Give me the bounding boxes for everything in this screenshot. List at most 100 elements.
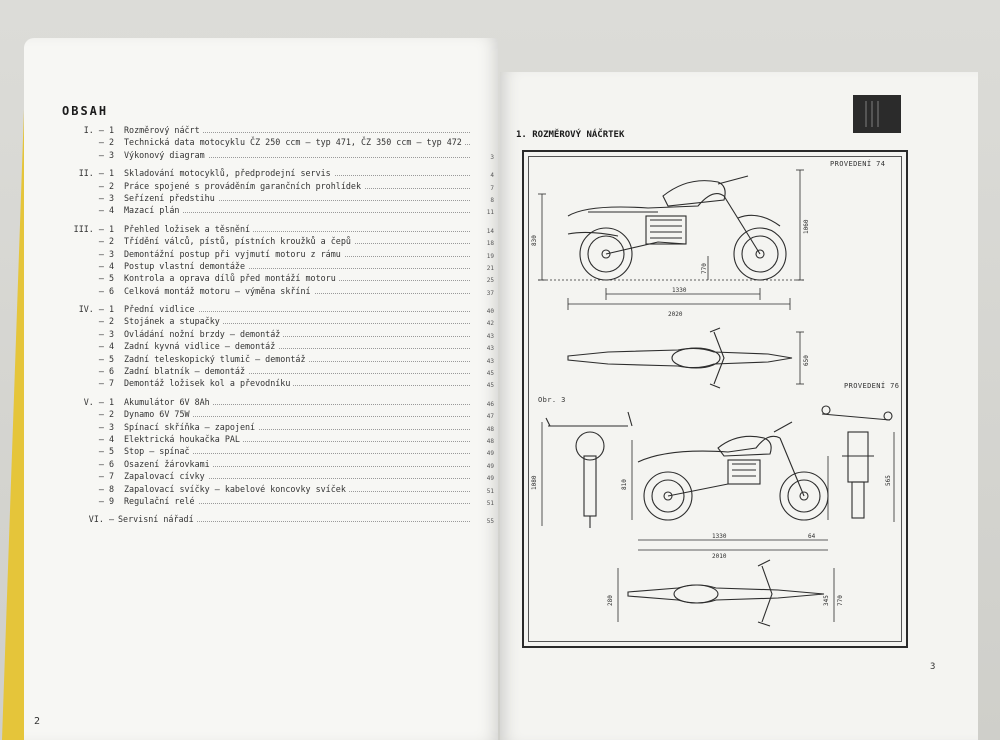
- dim-upper-height-left: 830: [531, 235, 538, 246]
- toc-entry-number: — 4: [98, 433, 114, 444]
- toc-entry-number: — 9: [98, 495, 114, 506]
- toc-entry-number: — 4: [98, 260, 114, 271]
- figure-caption: Obr. 3: [538, 396, 566, 404]
- toc-entry-number: — 3: [98, 328, 114, 339]
- toc-entry: — 8 Zapalovací svíčky — kabelové koncovky…: [62, 483, 494, 495]
- dim-lower-wheelbase: 1330: [712, 533, 727, 540]
- left-page: [24, 38, 498, 740]
- right-page: [500, 72, 978, 740]
- toc-entry-title: Zapalovací cívky: [124, 471, 208, 482]
- toc-entry-page: 49: [486, 462, 494, 470]
- toc-entry-title: Postup vlastní demontáže: [124, 260, 249, 271]
- toc-entry-page: 21: [486, 264, 494, 272]
- toc-dot-leader: [124, 465, 470, 467]
- toc-entry-page: 11: [486, 209, 494, 217]
- toc-dot-leader: [124, 385, 470, 387]
- toc-dot-leader: [124, 373, 470, 375]
- drawing-frame: [522, 150, 908, 648]
- toc-entry-number: I. — 1: [83, 125, 114, 135]
- toc-entry-number: — 8: [98, 483, 114, 494]
- toc-entry-number: — 2: [98, 137, 114, 148]
- toc-entry-page: 18: [486, 240, 494, 248]
- toc-entry: — 5 Kontrola a oprava dílů před montáží m…: [62, 272, 494, 284]
- toc-entry-title: Zadní teleskopický tlumič — demontáž: [124, 353, 309, 364]
- toc-entry: — 4 Zadní kyvná vidlice — demontáž 43: [62, 340, 494, 352]
- toc-dot-leader: [124, 428, 470, 430]
- toc-entry-title: Kontrola a oprava dílů před montáží moto…: [124, 273, 339, 284]
- toc-entry-page: 43: [486, 357, 494, 365]
- toc-entry-number: — 3: [98, 149, 114, 160]
- toc-dot-leader: [124, 348, 470, 350]
- dim-upper-height-right: 1060: [803, 219, 810, 234]
- toc-dot-leader: [124, 502, 470, 504]
- toc-entry: — 3 Demontážní postup při vyjmutí motoru …: [62, 248, 494, 260]
- toc-entry-page: 51: [486, 499, 494, 507]
- toc-entry-number: III. — 1: [73, 223, 114, 234]
- toc-dot-leader: [124, 230, 470, 232]
- toc-entry: — 9 Regulační relé 51: [62, 495, 494, 507]
- toc-entry-number: — 2: [98, 409, 114, 420]
- toc-entry-page: 43: [486, 332, 494, 340]
- toc-entry-title: Elektrická houkačka PAL: [124, 433, 243, 444]
- dim-upper-width: 650: [803, 355, 810, 366]
- toc-entry-number: — 2: [98, 236, 114, 247]
- toc-entry-page: 43: [486, 345, 494, 353]
- motorcycle-side-view-74: [567, 175, 787, 281]
- toc-title: OBSAH: [62, 104, 109, 118]
- toc-entry-number: — 7: [98, 471, 114, 482]
- dim-lower-front-height: 1080: [531, 475, 538, 490]
- dim-upper-step: 770: [701, 263, 708, 274]
- dim-upper-wheelbase: 1330: [672, 287, 687, 294]
- toc-entry-number: — 6: [98, 366, 114, 377]
- toc-entry-title: Akumulátor 6V 8Ah: [124, 396, 213, 407]
- toc-entry-number: — 4: [98, 341, 114, 352]
- toc-entry-number: VI. —: [88, 514, 114, 525]
- toc-dot-leader: [124, 212, 470, 214]
- motorcycle-top-view-76: [617, 559, 835, 627]
- page-number-right: 3: [930, 662, 936, 672]
- toc-entry-title: Stojánek a stupačky: [124, 316, 223, 327]
- toc-entry-title: Práce spojené s prováděním garančních pr…: [124, 180, 364, 191]
- toc-entry-title: Servisní nářadí: [118, 514, 197, 525]
- toc-entry-number: — 5: [98, 273, 114, 284]
- toc-entry-title: Regulační relé: [124, 495, 198, 506]
- toc-entry-title: Demontážní postup při vyjmutí motoru z r…: [124, 248, 344, 259]
- toc-dot-leader: [124, 335, 470, 337]
- toc-entry-title: Zadní kyvná vidlice — demontáž: [124, 341, 279, 352]
- toc-entry-title: Zapalovací svíčky — kabelové koncovky sv…: [124, 483, 349, 494]
- toc-dot-leader: [124, 478, 470, 480]
- toc-entry-page: 49: [486, 450, 494, 458]
- toc-entry-page: 47: [486, 413, 494, 421]
- toc-entry-title: Seřízení předstihu: [124, 192, 218, 203]
- toc-section: II. — 1 Skladování motocyklů, předprodejn…: [62, 167, 494, 217]
- toc-dot-leader: [124, 199, 470, 201]
- toc-entry-number: — 3: [98, 248, 114, 259]
- toc-entry-title: Demontáž ložisek kol a převodníku: [124, 378, 294, 389]
- toc-entry-page: 14: [486, 227, 494, 235]
- toc-entry: — 4 Postup vlastní demontáže 21: [62, 260, 494, 272]
- toc-entry-title: Technická data motocyklu ČZ 250 ccm — ty…: [124, 137, 465, 148]
- toc-entry-number: IV. — 1: [78, 304, 114, 315]
- toc-entry-title: Osazení žárovkami: [124, 458, 213, 469]
- toc-entry-page: 40: [486, 308, 494, 316]
- dim-lower-length: 2010: [712, 553, 727, 560]
- toc-entry-title: Skladování motocyklů, předprodejní servi…: [124, 168, 334, 179]
- toc-entry-title: Výkonový diagram: [124, 149, 208, 160]
- toc-entry-number: — 3: [98, 421, 114, 432]
- toc-entry-number: V. — 1: [83, 396, 114, 407]
- dim-lower-seat: 810: [621, 479, 628, 490]
- toc-entry-number: II. — 1: [78, 168, 114, 179]
- toc-dot-leader: [124, 311, 470, 313]
